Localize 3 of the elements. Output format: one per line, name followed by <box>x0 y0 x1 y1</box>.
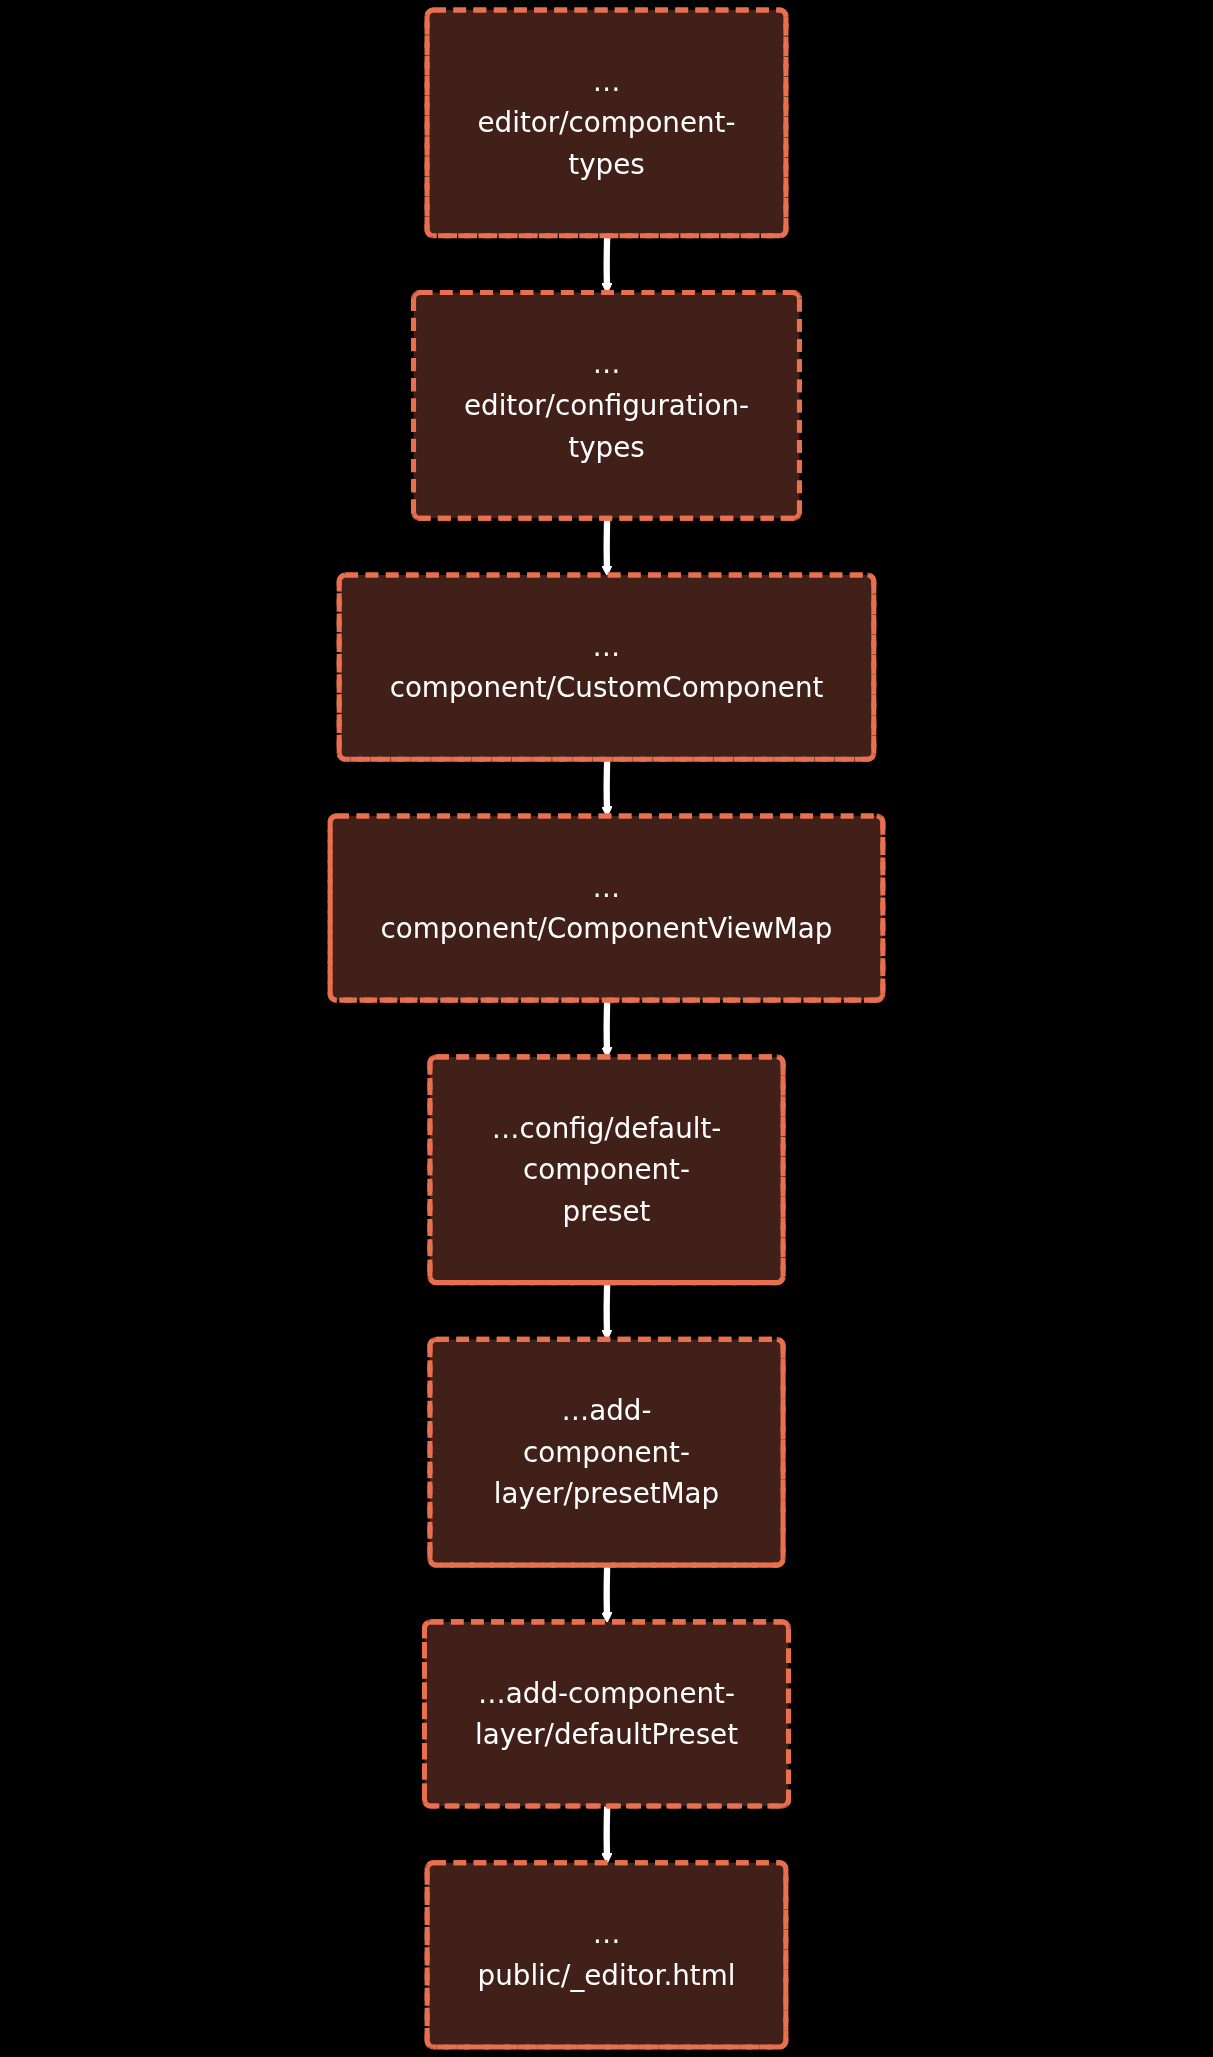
arrow <box>601 518 613 577</box>
arrow <box>601 1806 613 1864</box>
arrow <box>601 1565 613 1623</box>
